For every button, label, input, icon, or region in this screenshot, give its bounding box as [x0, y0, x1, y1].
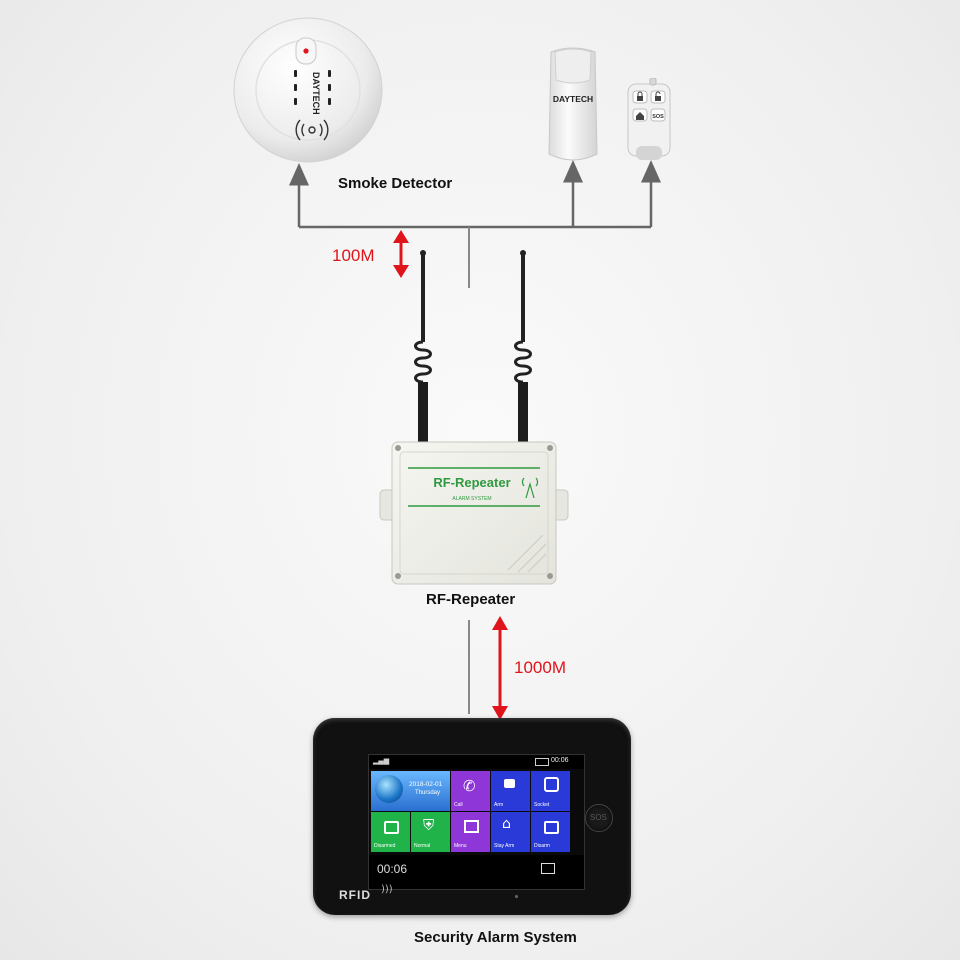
smoke-brand-text: DAYTECH — [311, 72, 321, 115]
tile-socket[interactable]: Socket — [531, 771, 570, 811]
globe-icon — [375, 775, 403, 803]
menu-icon — [464, 820, 479, 833]
tile-disarm[interactable]: Disarm — [531, 812, 570, 852]
smoke-detector-label: Smoke Detector — [338, 175, 453, 192]
pir-brand-text: DAYTECH — [553, 94, 593, 104]
message-icon[interactable] — [541, 863, 555, 874]
remote-home-icon — [636, 112, 644, 120]
led-indicator — [303, 48, 309, 54]
distance-label-top: 100M — [332, 246, 375, 265]
panel-weekday: Thursday — [415, 790, 441, 796]
repeater-box-title: RF-Repeater — [433, 475, 510, 490]
tile-date[interactable]: 2018-02-01 Thursday — [371, 771, 450, 811]
status-bar: ▂▄▆ 00:06 — [369, 755, 584, 769]
socket-icon — [544, 777, 559, 792]
panel-date: 2018-02-01 — [409, 781, 443, 788]
rf-repeater-device: RF-Repeater ALARM SYSTEM — [379, 250, 569, 585]
remote-sos-button — [650, 108, 666, 122]
distance-arrow-top — [393, 230, 409, 278]
tile-disarm-label: Disarm — [534, 843, 550, 849]
tile-menu[interactable]: Menu — [451, 812, 490, 852]
battery-icon — [535, 758, 549, 766]
smoke-detector-device: DAYTECH — [233, 17, 383, 163]
rfid-wave-icon: ))) — [381, 884, 393, 895]
sos-button-label: SOS — [590, 813, 607, 822]
sos-button[interactable]: SOS — [585, 804, 613, 832]
signal-icon: ▂▄▆ — [373, 757, 390, 765]
security-alarm-label: Security Alarm System — [414, 929, 577, 946]
motion-sensor-device: DAYTECH — [548, 47, 598, 161]
signal-tower-icon — [521, 477, 539, 499]
screen-bottom-bar: 00:06 — [369, 855, 584, 889]
remote-unlock-icon — [655, 91, 661, 101]
phone-icon: ✆ — [463, 777, 476, 795]
sound-hole-icon — [295, 119, 329, 141]
tile-disarmed-label: Disarmed — [374, 843, 396, 849]
antenna-left — [414, 250, 432, 442]
unlock-icon — [384, 821, 399, 834]
tile-socket-label: Socket — [534, 802, 550, 808]
rfid-label: RFID — [339, 888, 371, 902]
antenna-right — [514, 250, 532, 442]
tile-stay-arm[interactable]: ⌂ Stay Arm — [491, 812, 530, 852]
repeater-box-subtitle: ALARM SYSTEM — [452, 496, 491, 502]
tile-normal[interactable]: ⛨ Normal — [411, 812, 450, 852]
shield-icon: ⛨ — [423, 816, 435, 834]
alarm-panel-screen: ▂▄▆ 00:06 2018-02-01 Thursday ✆ Call Arm… — [368, 754, 585, 890]
mic-hole — [515, 895, 518, 898]
tile-call-label: Call — [454, 802, 463, 808]
distance-arrow-bottom — [492, 616, 508, 720]
alarm-panel-device: ▂▄▆ 00:06 2018-02-01 Thursday ✆ Call Arm… — [313, 718, 631, 915]
status-time: 00:06 — [551, 757, 569, 764]
rf-repeater-label: RF-Repeater — [426, 591, 516, 608]
remote-lock-icon — [637, 91, 643, 101]
distance-label-bottom: 1000M — [514, 658, 566, 677]
tile-disarmed[interactable]: Disarmed — [371, 812, 410, 852]
lock-icon — [504, 779, 515, 788]
tile-normal-label: Normal — [414, 843, 431, 849]
remote-control-device: SOS — [627, 78, 671, 160]
tile-stay-arm-label: Stay Arm — [494, 843, 515, 849]
unlock-icon — [544, 821, 559, 834]
tile-arm-label: Arm — [494, 802, 504, 808]
home-icon: ⌂ — [502, 816, 511, 832]
tile-arm[interactable]: Arm — [491, 771, 530, 811]
screen-clock: 00:06 — [377, 862, 408, 876]
remote-sos-text: SOS — [652, 114, 664, 120]
tile-call[interactable]: ✆ Call — [451, 771, 490, 811]
tile-menu-label: Menu — [454, 843, 467, 849]
